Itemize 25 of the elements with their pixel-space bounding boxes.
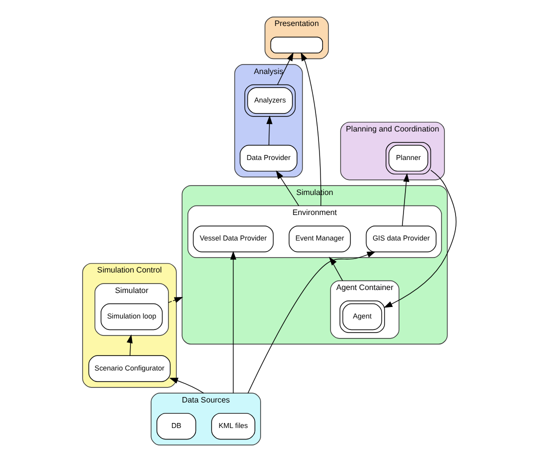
arrow <box>402 173 410 226</box>
cluster: Presentation <box>264 16 329 60</box>
arrow <box>328 256 343 282</box>
arrow <box>169 378 204 394</box>
node-box: Planner <box>386 142 432 174</box>
arrow <box>276 170 300 206</box>
arrow <box>168 297 184 303</box>
node-box: Agent <box>340 300 385 333</box>
arrow <box>277 52 294 85</box>
node-box: GIS data Provider <box>366 226 436 252</box>
node-box: Scenario Configurator <box>88 355 171 382</box>
arrow <box>384 170 456 308</box>
node-box: DB <box>156 412 196 440</box>
arrow <box>126 334 133 356</box>
arrow <box>248 252 376 394</box>
arrow <box>266 115 272 146</box>
node-box: Data Provider <box>240 144 298 172</box>
arrow <box>300 52 322 206</box>
node-box: KML files <box>211 412 256 440</box>
node-box: Simulation loop <box>100 303 163 330</box>
node-box: Event Manager <box>288 226 351 252</box>
node-box <box>270 36 323 54</box>
arrow <box>230 251 236 394</box>
node-box: Analyzers <box>244 84 296 117</box>
node-box: Vessel Data Provider <box>192 226 274 252</box>
